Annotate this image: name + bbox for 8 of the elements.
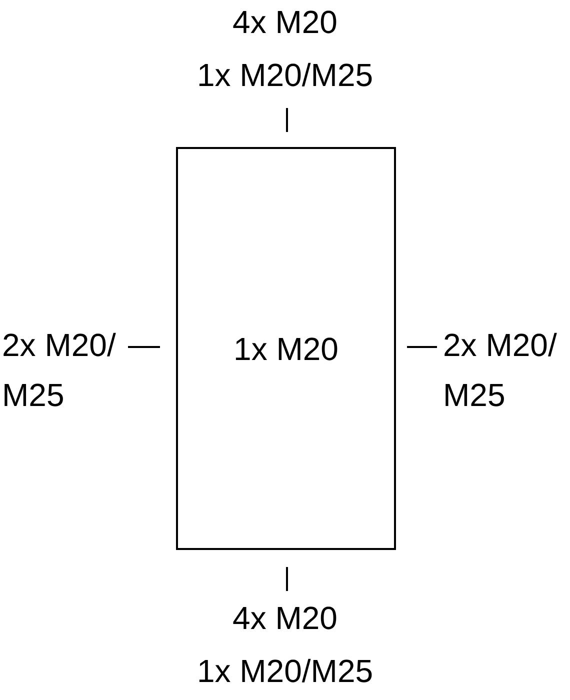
enclosure-box (176, 147, 396, 550)
knockout-label: 4x M20 (232, 600, 338, 636)
knockout-label: 2x M20/ M25 (443, 327, 557, 413)
box-label: 1x M20 (232, 330, 340, 369)
knockout-label: 1x M20/M25 (196, 57, 374, 93)
knockout-label: 2x M20/ M25 (2, 327, 116, 413)
knockout-label: 4x M20 (232, 4, 338, 40)
knockout-label: 1x M20/M25 (196, 653, 374, 689)
